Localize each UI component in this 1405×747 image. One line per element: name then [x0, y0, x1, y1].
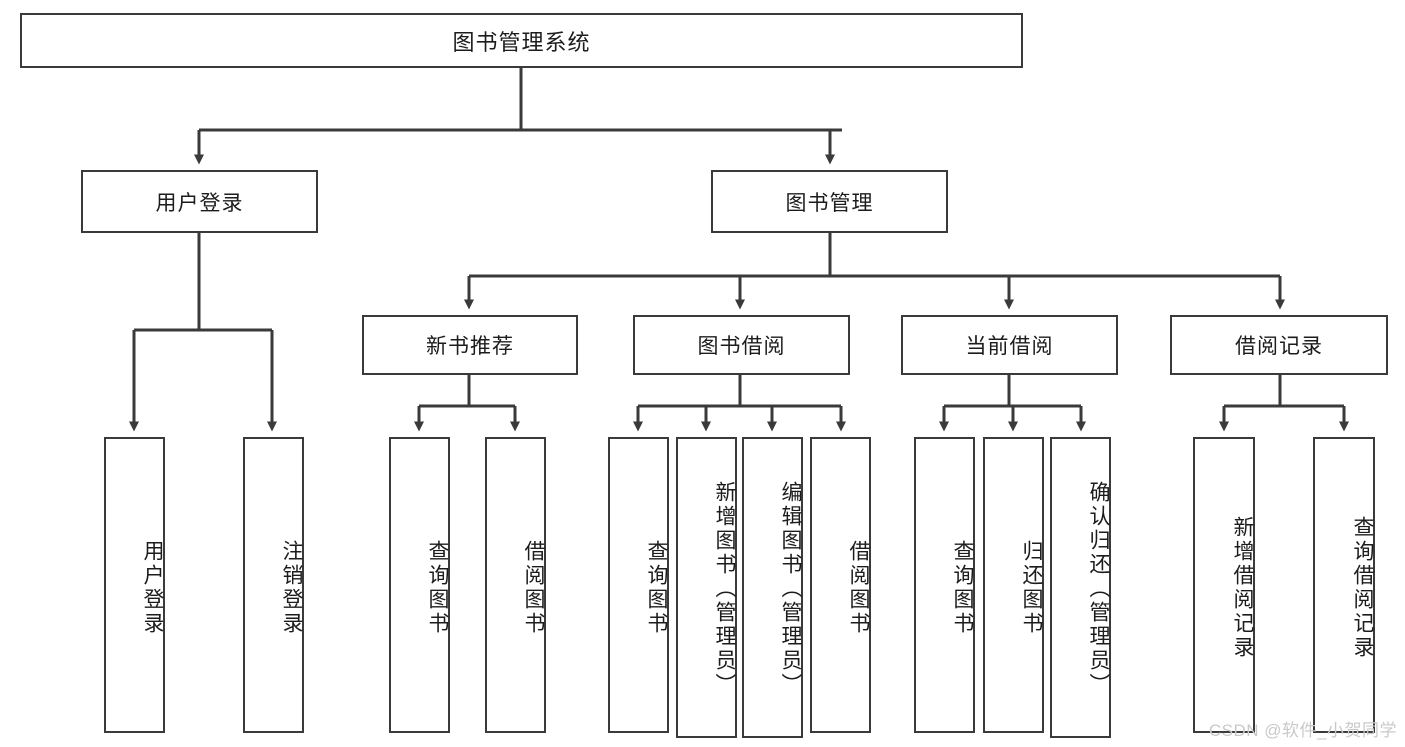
node-label: 查询图书	[645, 540, 668, 636]
leaf-borrow-edit-book-admin[interactable]: 编辑图书（管理员）	[742, 437, 803, 738]
leaf-current-return-book[interactable]: 归还图书	[983, 437, 1044, 733]
node-label: 确认归还（管理员）	[1087, 480, 1110, 697]
node-label: 用户登录	[141, 540, 164, 636]
node-root-system[interactable]: 图书管理系统	[20, 13, 1023, 68]
leaf-logout-login[interactable]: 注销登录	[243, 437, 304, 733]
node-label: 编辑图书（管理员）	[779, 480, 802, 697]
leaf-record-query-record[interactable]: 查询借阅记录	[1313, 437, 1375, 733]
node-label: 查询图书	[951, 540, 974, 636]
leaf-borrow-borrow-book[interactable]: 借阅图书	[810, 437, 871, 733]
node-label: 查询借阅记录	[1351, 516, 1374, 660]
node-label: 查询图书	[426, 540, 449, 636]
node-current-borrow[interactable]: 当前借阅	[901, 315, 1118, 375]
leaf-borrow-query-book[interactable]: 查询图书	[608, 437, 669, 733]
leaf-borrow-add-book-admin[interactable]: 新增图书（管理员）	[676, 437, 737, 738]
node-label: 当前借阅	[965, 335, 1054, 358]
node-label: 图书借阅	[697, 335, 786, 358]
node-new-book-recommend[interactable]: 新书推荐	[362, 315, 578, 375]
node-label: 新增图书（管理员）	[713, 480, 736, 697]
node-book-borrow[interactable]: 图书借阅	[633, 315, 850, 375]
node-book-management[interactable]: 图书管理	[711, 170, 948, 233]
node-borrow-record[interactable]: 借阅记录	[1170, 315, 1388, 375]
node-label: 归还图书	[1020, 540, 1043, 636]
node-label: 新书推荐	[426, 335, 514, 358]
leaf-record-add-record[interactable]: 新增借阅记录	[1193, 437, 1255, 733]
node-label: 图书管理系统	[452, 29, 591, 55]
leaf-user-login[interactable]: 用户登录	[104, 437, 165, 733]
node-label: 新增借阅记录	[1231, 516, 1254, 660]
leaf-recommend-borrow-book[interactable]: 借阅图书	[485, 437, 546, 733]
node-label: 图书管理	[785, 191, 874, 215]
leaf-recommend-query-book[interactable]: 查询图书	[389, 437, 450, 733]
node-label: 借阅图书	[522, 540, 545, 636]
leaf-current-query-book[interactable]: 查询图书	[914, 437, 975, 733]
watermark-text: CSDN @软件_小贺同学	[1208, 721, 1397, 740]
node-label: 注销登录	[280, 540, 303, 636]
node-label: 借阅记录	[1235, 335, 1323, 358]
node-user-login[interactable]: 用户登录	[81, 170, 318, 233]
node-label: 用户登录	[155, 191, 244, 215]
leaf-current-confirm-return-admin[interactable]: 确认归还（管理员）	[1050, 437, 1111, 738]
node-label: 借阅图书	[847, 540, 870, 636]
